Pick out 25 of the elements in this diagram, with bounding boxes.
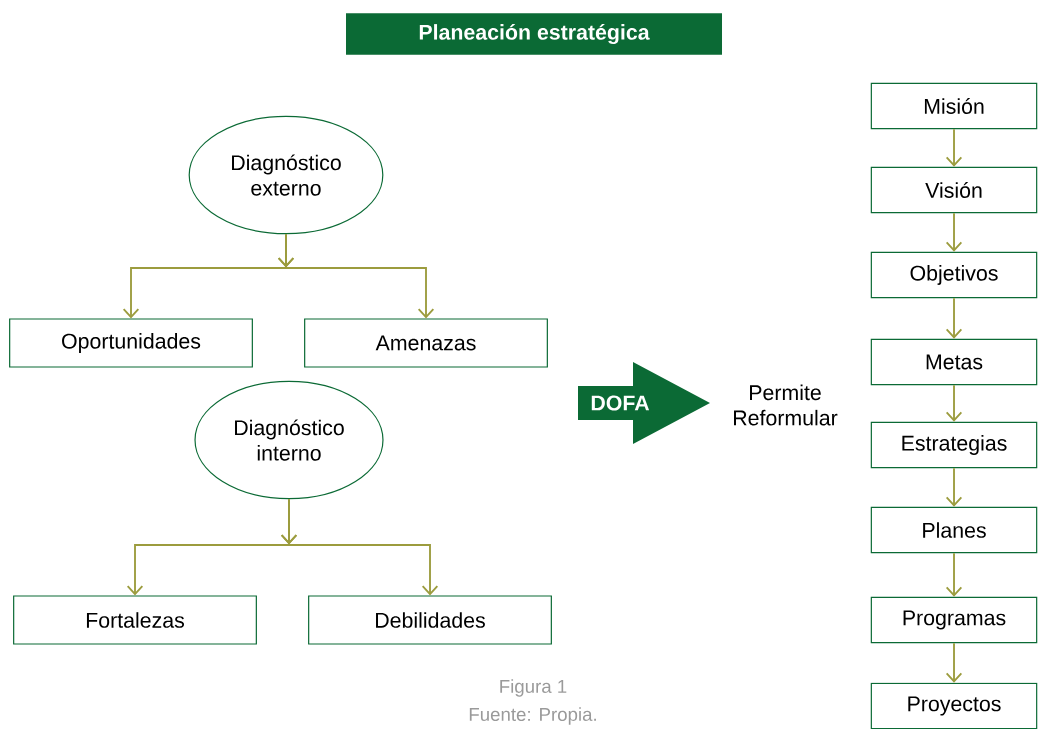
caption: Figura 1 [500,679,567,697]
title-banner: Planeación estratégica [346,13,722,55]
process-box: Fortalezas [13,595,257,645]
process-box: Programas [870,596,1038,644]
process-box: Amenazas [304,318,548,368]
process-box: Metas [870,338,1038,386]
process-box: Objetivos [870,251,1038,299]
arrow [280,498,439,596]
process-box: Misión [870,82,1038,130]
process-box: Estrategias [870,421,1038,469]
process-box: Debilidades [308,595,552,645]
process-box: Oportunidades [9,318,253,368]
process-box: Planes [870,506,1038,554]
arrow [945,552,963,597]
arrow [945,297,963,339]
arrow [277,233,435,319]
process-box: Proyectos [870,682,1038,729]
arrow [945,642,963,683]
arrow [945,467,963,507]
arrow [945,212,963,252]
arrow [945,128,963,167]
note-text: Permite Reformular [734,384,838,426]
arrow [945,384,963,422]
process-box: Visión [870,166,1038,214]
source-note: Fuente: Propia. [469,707,596,725]
